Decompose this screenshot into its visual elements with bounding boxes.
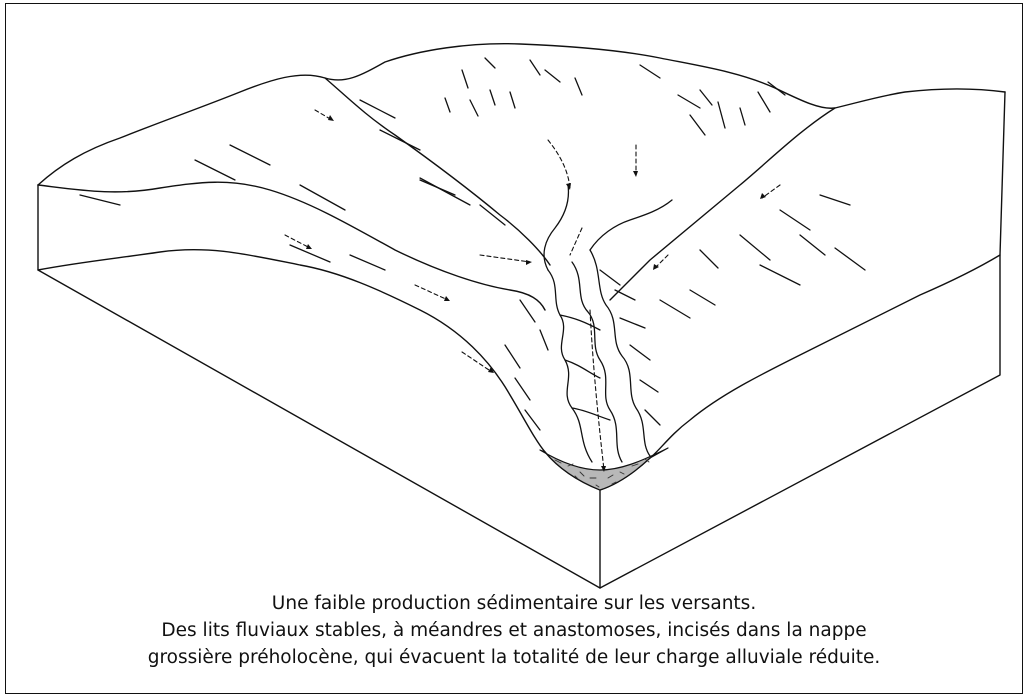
runoff-arrows <box>285 110 780 470</box>
right-hill-ridge <box>610 108 835 300</box>
caption-line-2: Des lits fluviaux stables, à méandres et… <box>0 617 1028 644</box>
block-right-face-top <box>650 92 1005 458</box>
figure-caption: Une faible production sédimentaire sur l… <box>0 590 1028 671</box>
caption-line-3: grossière préholocène, qui évacuent la t… <box>0 644 1028 671</box>
block-front-corner <box>38 255 1000 588</box>
terrain-surface-outline <box>38 44 1005 185</box>
left-hill-ridge <box>325 78 550 265</box>
slope-hachures <box>80 58 865 430</box>
block-left-face <box>38 185 545 452</box>
river-channels <box>544 185 672 462</box>
caption-line-1: Une faible production sédimentaire sur l… <box>0 590 1028 617</box>
